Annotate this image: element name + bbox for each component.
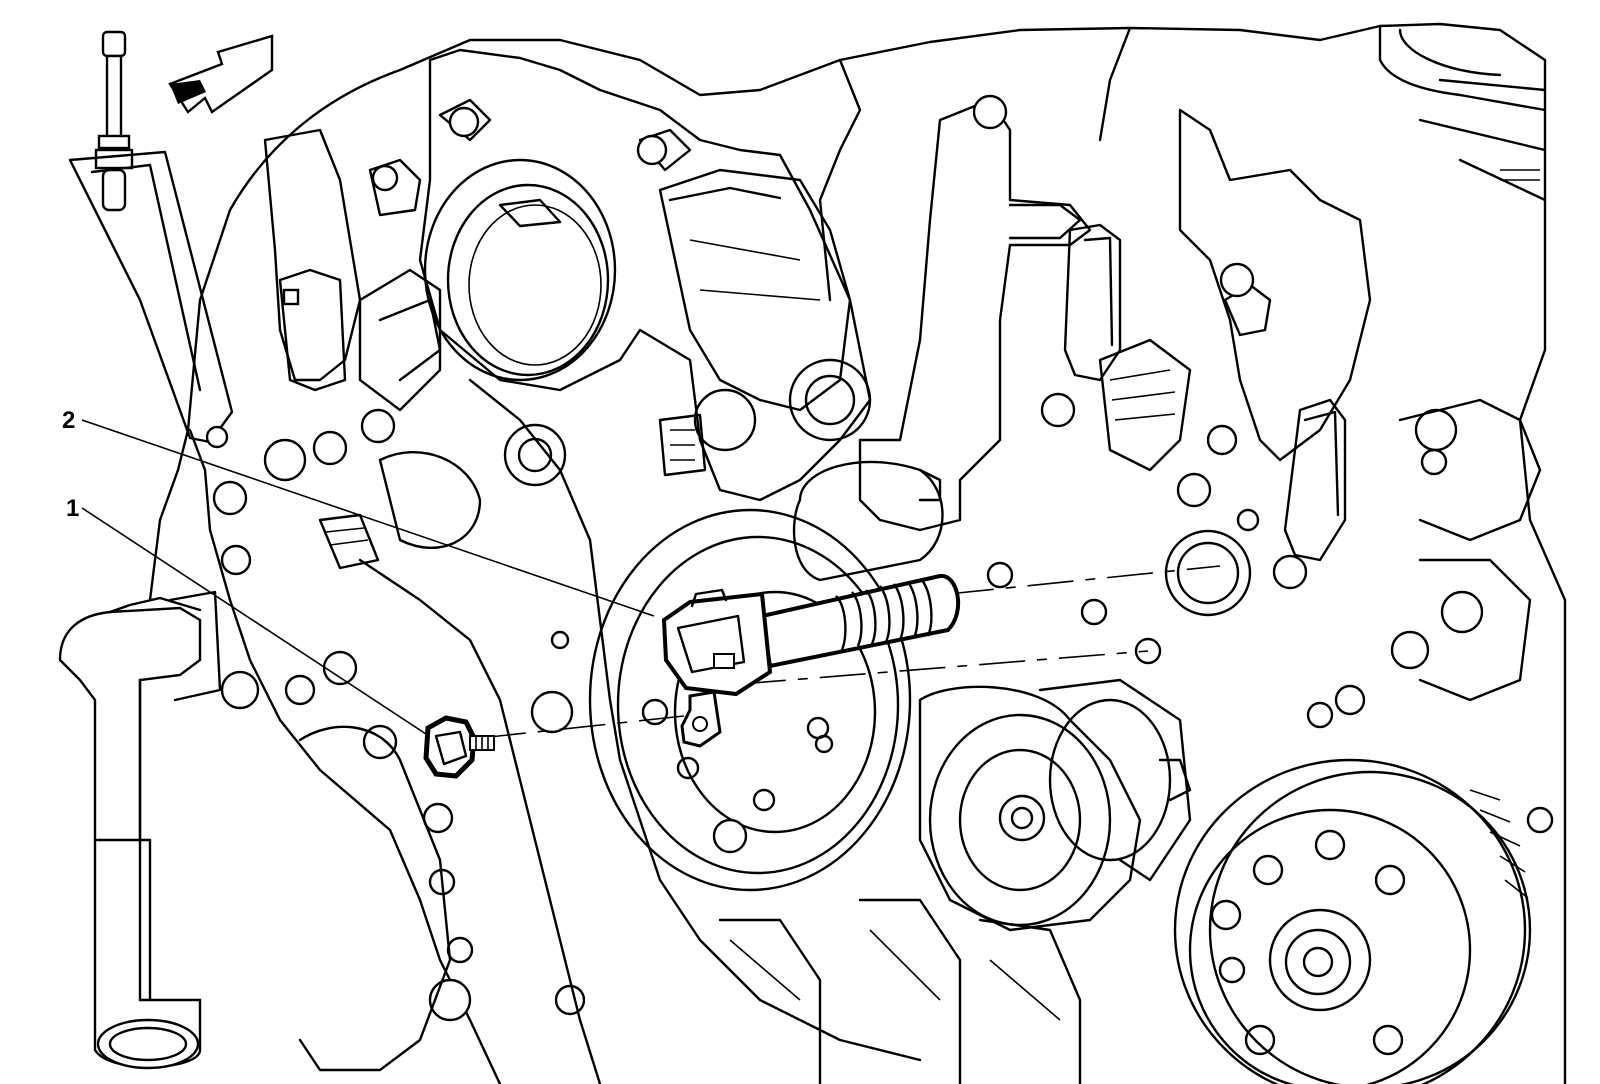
callout-2: 2 [62,407,75,434]
crankshaft-balancer [588,508,912,892]
idler-pulleys [718,678,1192,1084]
sensor [661,574,961,748]
water-outlet [792,94,1092,582]
right-cam-area [986,108,1542,729]
callout-1: 1 [66,495,79,522]
left-cam-area [212,128,567,576]
coolant-pipe [58,590,222,1070]
throttle-body [418,48,872,502]
lift-bracket [68,30,234,449]
front-arrow-icon [168,34,274,114]
sensor-bolt [423,715,495,779]
front-cover [188,378,922,1084]
water-pump-pulley [1173,758,1554,1084]
engine-block-outline [148,22,1567,1084]
leader-lines [81,419,1221,739]
